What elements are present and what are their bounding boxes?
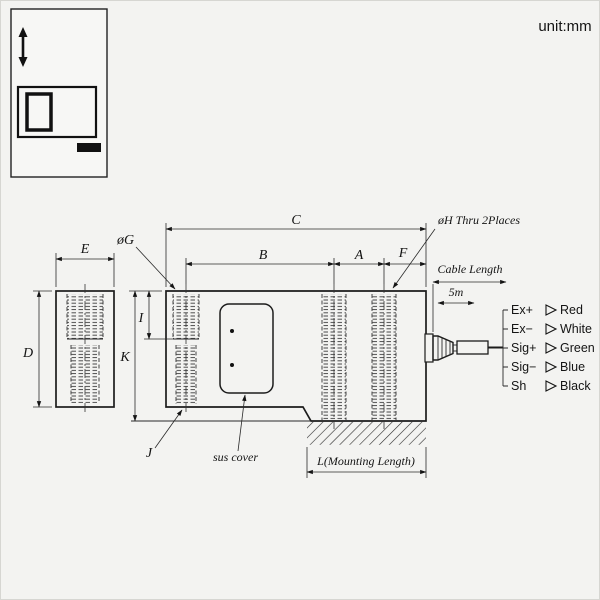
mounting-bar-icon (77, 143, 101, 152)
cover-screw-dot (230, 363, 234, 367)
dimension-label-k: K (119, 350, 130, 365)
cable-length-value: 5m (449, 285, 464, 299)
cable-gland-boot (432, 335, 454, 361)
wire-triangle-icon (545, 323, 558, 335)
sus-cover-label: sus cover (213, 450, 258, 464)
wire-color-label: White (560, 322, 592, 336)
leader-g (135, 246, 176, 290)
wire-color-label: Green (560, 341, 595, 355)
wire-signal-label: Sig+ (511, 341, 536, 355)
left-threaded-hole (172, 284, 200, 415)
wiring-row: Ex− White (511, 322, 592, 336)
unit-label: unit:mm (538, 18, 591, 35)
mount-surface-hatch (307, 421, 426, 445)
wire-color-label: Black (560, 379, 591, 393)
wire-signal-label: Ex+ (511, 303, 533, 317)
wiring-legend: Ex+ Red Ex− White Sig+ Green Sig− Blue S… (502, 303, 595, 393)
cable-sleeve (456, 340, 489, 355)
load-point-icon (25, 92, 53, 132)
dimension-label-d: D (22, 346, 33, 361)
dimension-label-i: I (138, 311, 145, 326)
wire-signal-label: Sig− (511, 360, 536, 374)
wiring-row: Ex+ Red (511, 303, 583, 317)
dimension-label-e: E (80, 242, 90, 257)
leader-sus-cover (237, 394, 247, 452)
end-view (55, 284, 115, 414)
sus-cover (219, 303, 274, 394)
wire-triangle-icon (545, 342, 558, 354)
wire-triangle-icon (545, 361, 558, 373)
callouts: øG øH Thru 2Places J sus cover (116, 213, 520, 464)
thru-hole-1 (321, 284, 347, 432)
wiring-row: Sig− Blue (511, 360, 585, 374)
dimension-label-mounting-length: L(Mounting Length) (316, 454, 415, 468)
loadcell-body-icon (16, 85, 98, 139)
dimension-label-h: øH Thru 2Places (437, 213, 520, 227)
dimensions: C B A F E D K I L(Mounting Length) (22, 213, 507, 478)
wire-color-label: Blue (560, 360, 585, 374)
wire-color-label: Red (560, 303, 583, 317)
cable-gland-flange (424, 333, 434, 363)
side-view (131, 284, 427, 445)
wire-signal-label: Sh (511, 379, 526, 393)
wiring-bracket (502, 309, 508, 387)
wiring-row: Sh Black (511, 379, 591, 393)
dimension-label-b: B (259, 248, 268, 263)
leader-j (154, 409, 183, 449)
wire-signal-label: Ex− (511, 322, 533, 336)
end-view-thread (67, 294, 103, 339)
dimension-label-a: A (354, 248, 364, 263)
cable-length-label: Cable Length (438, 262, 503, 276)
orientation-icon-panel (10, 8, 108, 178)
cable-assembly (424, 333, 503, 363)
leader-h (392, 228, 436, 289)
wiring-row: Sig+ Green (511, 341, 595, 355)
dimension-label-c: C (291, 213, 301, 228)
cover-screw-dot (230, 329, 234, 333)
dimension-label-g: øG (116, 233, 134, 248)
dimension-label-j: J (146, 446, 153, 461)
thru-hole-2 (371, 284, 397, 432)
wire-triangle-icon (545, 380, 558, 392)
wire-triangle-icon (545, 304, 558, 316)
dimension-label-f: F (398, 246, 408, 261)
vertical-double-arrow-icon (18, 27, 28, 67)
